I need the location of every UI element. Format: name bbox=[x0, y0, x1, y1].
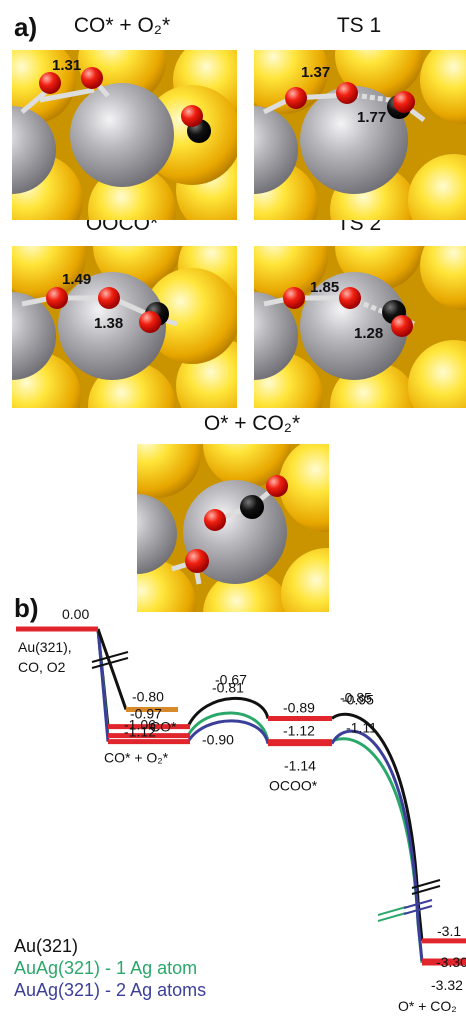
value-ts2-ag1: -1.11 bbox=[346, 720, 377, 736]
bond-length-4b: 1.28 bbox=[354, 325, 383, 342]
structure-title-5: O* + CO₂* bbox=[203, 412, 301, 435]
barrier-ts2-ag1 bbox=[331, 737, 424, 964]
bond-length-3b: 1.38 bbox=[94, 315, 123, 332]
value-ocoo-au: -0.89 bbox=[283, 700, 315, 716]
connector-co-au bbox=[96, 628, 128, 710]
value-coo2-au: -0.97 bbox=[130, 706, 162, 722]
panel-b-letter: b) bbox=[14, 593, 39, 623]
barrier-ts2-ag2 bbox=[330, 729, 424, 962]
value-ts1-au: -0.67 bbox=[215, 671, 247, 687]
panel-a-letter: a) bbox=[14, 12, 38, 42]
bond-length-3a: 1.49 bbox=[62, 271, 91, 288]
axis-break-2 bbox=[411, 879, 441, 895]
legend: Au(321) AuAg(321) - 1 Ag atom AuAg(321) … bbox=[14, 935, 206, 1001]
value-ts2-au: -0.85 bbox=[340, 690, 372, 706]
value-final-ag1: -3.32 bbox=[431, 977, 463, 993]
bond-length-1a: 1.31 bbox=[52, 57, 81, 74]
value-start: 0.00 bbox=[62, 606, 89, 622]
barrier-ts1-au bbox=[186, 696, 270, 728]
structure-image-5 bbox=[137, 444, 329, 612]
barrier-ts1-ag2 bbox=[186, 719, 270, 745]
value-ocoo-ag1: -1.12 bbox=[283, 723, 315, 739]
structure-image-2: 1.37 1.77 bbox=[254, 50, 466, 220]
value-ocoo-ag2: -1.14 bbox=[284, 758, 316, 774]
legend-item-ag1: AuAg(321) - 1 Ag atom bbox=[14, 958, 198, 978]
value-coo2-ag1: -1.06 bbox=[124, 717, 156, 733]
barrier-ts2-au bbox=[330, 712, 424, 942]
label-ocoo: OCOO* bbox=[269, 778, 318, 794]
axis-break-1 bbox=[91, 651, 129, 669]
value-ts2-ag2: -0.95 bbox=[342, 692, 374, 708]
bond-length-4a: 1.85 bbox=[310, 279, 339, 296]
label-au321: Au(321), bbox=[18, 639, 72, 655]
connector-start-ag2 bbox=[96, 628, 110, 742]
value-final-ag2: -3.30 bbox=[436, 954, 466, 970]
value-ts1-ag2: -0.90 bbox=[202, 732, 234, 748]
bond-length-2b: 1.77 bbox=[357, 109, 386, 126]
structure-title-2: TS 1 bbox=[336, 14, 382, 37]
value-coo2-ag2: -1.12 bbox=[124, 724, 156, 740]
label-coo2: CO* + O₂* bbox=[104, 750, 169, 766]
bond-length-2a: 1.37 bbox=[301, 64, 330, 81]
label-final: O* + CO₂ bbox=[398, 998, 457, 1014]
value-ts1-ag1: -0.81 bbox=[212, 679, 244, 695]
value-co: -0.80 bbox=[132, 688, 164, 704]
value-final-au: -3.1 bbox=[437, 923, 461, 939]
label-co-o2: CO, O2 bbox=[18, 659, 66, 675]
legend-item-ag2: AuAg(321) - 2 Ag atoms bbox=[14, 980, 207, 1000]
structure-image-3: 1.49 1.38 bbox=[12, 246, 237, 408]
axis-break-4 bbox=[403, 899, 433, 915]
legend-item-au: Au(321) bbox=[14, 936, 79, 956]
structure-image-4: 1.85 1.28 bbox=[254, 246, 466, 408]
structure-image-1: 1.31 bbox=[12, 50, 237, 220]
structure-title-1: CO* + O₂* bbox=[73, 14, 171, 37]
axis-break-3 bbox=[377, 906, 407, 922]
label-co: CO* bbox=[150, 718, 177, 734]
barrier-ts1-ag1 bbox=[186, 711, 270, 742]
